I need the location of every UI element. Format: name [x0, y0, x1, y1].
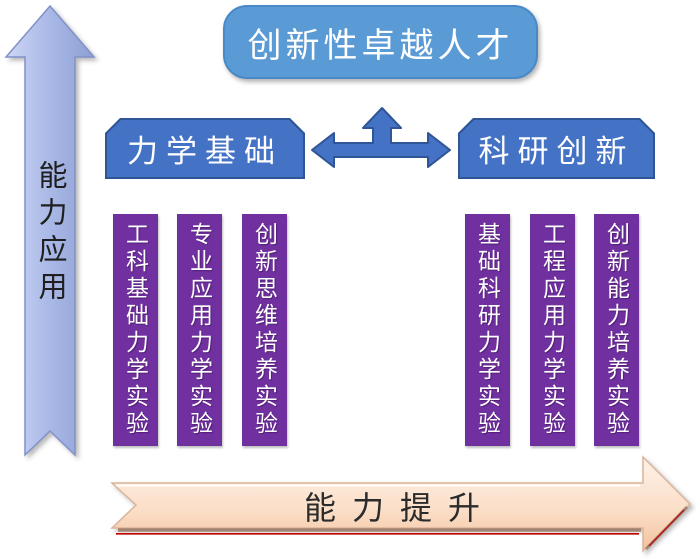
- experiment-column-label: 专业应用力学实验: [186, 222, 213, 438]
- mechanics-foundation-box: 力学基础: [105, 118, 305, 179]
- capability-application-label-wrap: 能力应用: [22, 160, 78, 308]
- capability-application-arrow: [4, 4, 96, 457]
- experiment-column-basic-research: 基础科研力学实验: [465, 214, 510, 446]
- research-innovation-label: 科研创新: [478, 134, 635, 169]
- three-way-connector-arrow: [311, 107, 451, 168]
- mechanics-foundation-box-face: 力学基础: [107, 120, 303, 177]
- capability-improvement-label: 能力提升: [303, 490, 496, 526]
- capability-improvement-label-wrap: 能力提升: [225, 486, 575, 526]
- innovative-talent-goal-label: 创新性卓越人才: [247, 26, 514, 65]
- capability-improvement-arrow: [110, 455, 692, 553]
- innovative-talent-goal-box: 创新性卓越人才: [223, 5, 538, 79]
- mechanics-foundation-label: 力学基础: [127, 134, 283, 169]
- experiment-column-label: 基础科研力学实验: [474, 222, 501, 438]
- research-innovation-box-face: 科研创新: [460, 120, 653, 177]
- bottom-arrowhead-red-line: [648, 509, 685, 547]
- research-innovation-box: 科研创新: [458, 118, 655, 179]
- experiment-column-label: 创新能力培养实验: [603, 222, 630, 438]
- experiment-column-innovative-ability: 创新能力培养实验: [594, 214, 639, 446]
- experiment-column-professional-applied: 专业应用力学实验: [177, 214, 222, 446]
- experiment-column-label: 工科基础力学实验: [122, 222, 149, 438]
- experiment-column-label: 工程应用力学实验: [539, 222, 566, 438]
- experiment-column-label: 创新思维培养实验: [251, 222, 278, 438]
- capability-application-label: 能力应用: [34, 160, 66, 308]
- experiment-column-innovative-thinking: 创新思维培养实验: [242, 214, 287, 446]
- experiment-column-engineering-applied: 工程应用力学实验: [530, 214, 575, 446]
- experiment-column-engineering-basic: 工科基础力学实验: [113, 214, 158, 446]
